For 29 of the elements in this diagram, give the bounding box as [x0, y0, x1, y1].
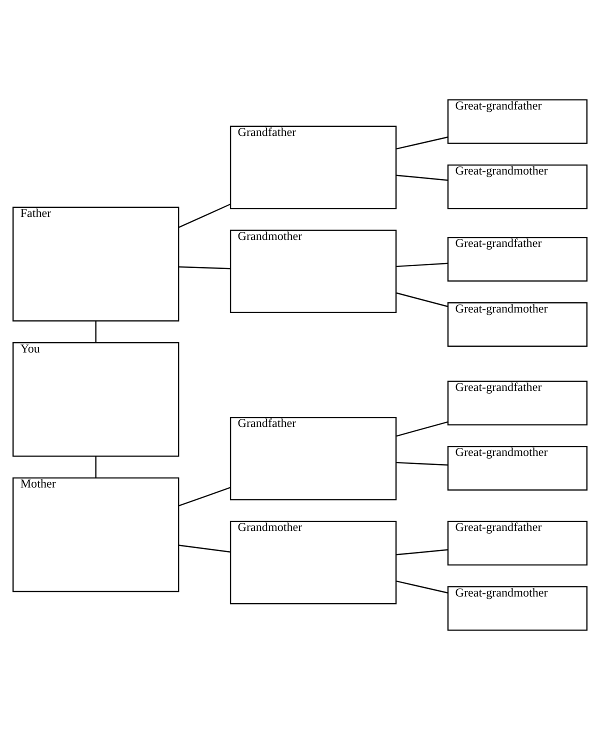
- node-box: Grandfather: [230, 126, 397, 210]
- connector: [396, 421, 448, 437]
- connector: [396, 174, 448, 181]
- node-box: You: [12, 342, 180, 457]
- node-box: Mother: [12, 477, 180, 592]
- connector: [396, 136, 448, 150]
- connector: [95, 456, 96, 478]
- node-box: Great-grandfather: [447, 380, 588, 426]
- connector: [396, 549, 448, 556]
- node-box: Grandmother: [230, 230, 397, 314]
- node-box: Grandmother: [230, 520, 397, 604]
- connector: [396, 292, 448, 308]
- node-box: Father: [12, 206, 180, 322]
- node-box: Great-grandmother: [447, 446, 588, 491]
- connector: [396, 462, 448, 466]
- node-box: Grandfather: [230, 416, 397, 500]
- connector: [178, 266, 231, 270]
- node-box: Great-grandmother: [447, 164, 588, 210]
- node-box: Great-grandfather: [447, 236, 588, 282]
- connector: [396, 580, 448, 594]
- connector: [178, 544, 231, 553]
- connector: [95, 320, 96, 342]
- connector: [178, 486, 231, 506]
- node-box: Great-grandfather: [447, 99, 588, 144]
- connector: [178, 204, 231, 228]
- node-box: Great-grandmother: [447, 302, 588, 347]
- connector: [396, 262, 448, 268]
- node-box: Great-grandfather: [447, 520, 588, 566]
- node-box: Great-grandmother: [447, 586, 588, 631]
